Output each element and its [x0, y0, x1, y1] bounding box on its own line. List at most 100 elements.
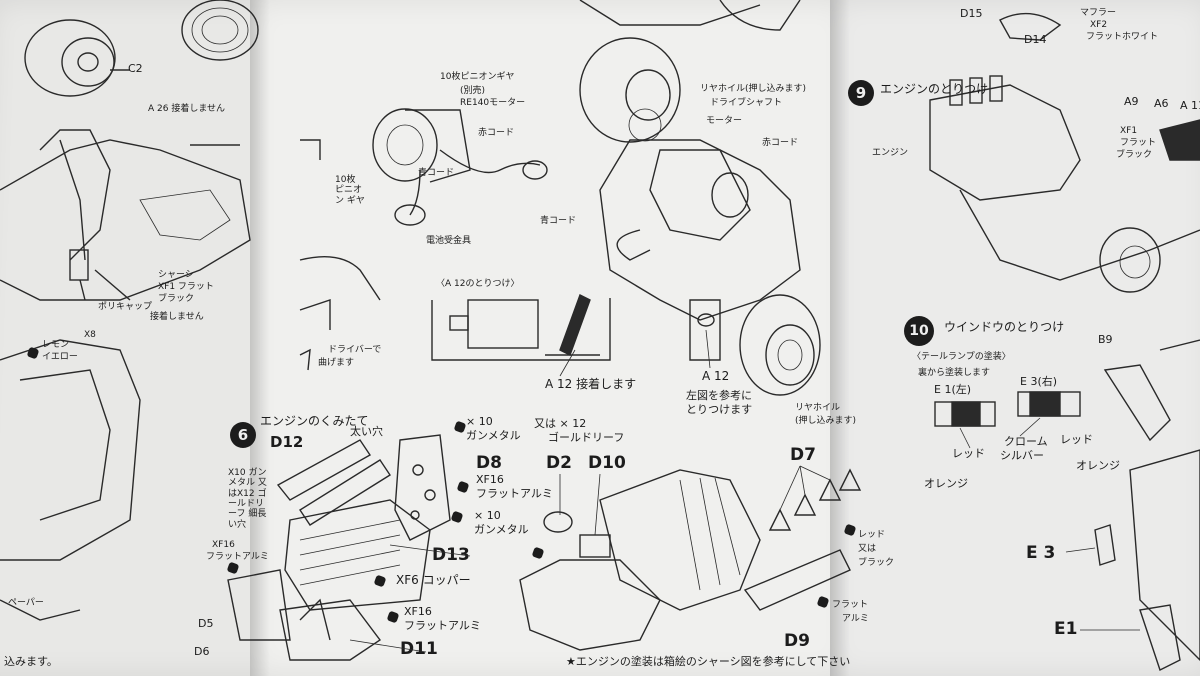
label-a11: A 11	[1180, 99, 1200, 112]
label-driver-2: 曲げます	[318, 358, 355, 368]
label-paper: ペーパー	[8, 598, 44, 608]
label-d12: D12	[270, 433, 304, 451]
footnote: ★エンジンの塗装は箱絵のシャーシ図を参考にして下さい	[566, 655, 851, 668]
label-or-x12: 又は × 12	[534, 417, 587, 430]
step-10-title: ウインドウのとりつけ	[944, 320, 1065, 334]
step-10-sub: 〈テールランプの塗装〉	[912, 352, 1011, 362]
left-chassis-drawing	[0, 129, 251, 621]
label-black-r: ブラック	[1116, 150, 1153, 160]
a12-box-drawing	[431, 294, 611, 361]
label-blue-cord-2: 青コード	[540, 216, 577, 226]
label-e3-part: E 3	[1026, 543, 1056, 563]
label-flat: フラット	[832, 600, 869, 610]
label-gold-leaf: ゴールドリーフ	[548, 431, 625, 444]
label-a12-glue: A 12 接着します	[545, 377, 637, 391]
label-red-cord-2: 赤コード	[762, 138, 799, 148]
label-a12-ref-1: 左図を参考に	[686, 389, 752, 402]
label-engine: エンジン	[872, 148, 909, 158]
label-a12: A 12	[702, 369, 730, 383]
label-x10-b: × 10	[474, 509, 501, 522]
label-chassis: シャーシ	[158, 270, 194, 280]
label-a6: A6	[1154, 97, 1169, 110]
label-red-b: レッド	[1060, 433, 1093, 446]
label-flat-alu-a: フラットアルミ	[476, 487, 553, 500]
label-d10: D10	[588, 453, 626, 473]
label-d7: D7	[790, 445, 816, 465]
label-d13: D13	[432, 545, 470, 565]
label-left-notes: X10 ガンメタル 又はX12 ゴールドリーフ 細長い穴	[228, 468, 267, 530]
step-6-badge: 6	[230, 422, 256, 448]
label-rear-wheel-2: (押し込みます)	[795, 416, 857, 426]
label-xf1: XF1	[1120, 126, 1138, 136]
label-e1: E 1(左)	[934, 383, 972, 396]
label-a26: A 26 接着しません	[148, 104, 226, 114]
label-d5: D5	[198, 617, 214, 630]
step-6-title: エンジンのくみたて	[260, 414, 369, 428]
label-chrome: クローム	[1004, 435, 1048, 448]
motor-drawing	[299, 108, 548, 371]
left-wheel-drawing	[24, 0, 259, 97]
label-futoi-ana: 太い穴	[350, 425, 383, 438]
label-or: 又は	[858, 544, 877, 554]
right-window-drawing	[934, 339, 1200, 671]
label-orange-a: オレンジ	[924, 477, 968, 490]
gutter-left	[250, 0, 270, 676]
label-xf16-c: XF16	[212, 540, 235, 550]
label-no-glue: 接着しません	[150, 312, 204, 322]
label-red: レッド	[858, 530, 886, 540]
label-xf6: XF6 コッパー	[396, 573, 471, 587]
label-b9: B9	[1098, 333, 1113, 346]
label-rear-wheel-1: リヤホイル	[795, 403, 841, 413]
label-a9: A9	[1124, 95, 1139, 108]
label-pinion-small: 10枚 ピニオン ギヤ	[335, 175, 365, 206]
engine-parts-drawing	[227, 434, 862, 661]
right-engine-drawing	[929, 12, 1200, 293]
label-silver: シルバー	[1000, 449, 1044, 462]
right-page	[830, 0, 1200, 676]
label-c2: C2	[128, 62, 143, 75]
label-motor-name: (別売)	[460, 86, 486, 96]
label-flat-alu-c: フラットアルミ	[206, 552, 269, 562]
label-x8: X8	[84, 330, 96, 340]
label-d2: D2	[546, 453, 572, 473]
label-xf1-flat: XF1 フラット	[158, 282, 214, 292]
label-d6: D6	[194, 645, 210, 658]
label-polycap: ポリキャップ	[98, 302, 153, 312]
label-d9: D9	[784, 631, 810, 651]
label-a12-ref-2: とりつけます	[686, 403, 753, 416]
label-flat-white: フラットホワイト	[1086, 32, 1159, 42]
label-gunmetal-b: ガンメタル	[474, 523, 529, 536]
label-x10-top: × 10	[466, 415, 493, 428]
step-9-badge: 9	[848, 80, 874, 106]
label-d11: D11	[400, 639, 438, 659]
label-komimasu: 込みます。	[4, 655, 58, 668]
label-d14: D14	[1024, 33, 1047, 46]
label-orange-b: オレンジ	[1076, 459, 1120, 472]
label-xf16-b: XF16	[404, 605, 432, 618]
label-black: ブラック	[858, 558, 895, 568]
label-blue-cord: 青コード	[418, 168, 455, 178]
label-alu: アルミ	[842, 614, 869, 624]
label-muffler: マフラー	[1080, 8, 1117, 18]
label-battery: 電池受金具	[426, 236, 472, 246]
label-red-a: レッド	[952, 447, 985, 460]
label-red-cord: 赤コード	[478, 128, 515, 138]
label-motor: モーター	[706, 116, 743, 126]
label-motor-model: RE140モーター	[460, 98, 526, 108]
label-e1-part: E1	[1054, 619, 1078, 639]
label-d8: D8	[476, 453, 502, 473]
step-10-note: 裏から塗装します	[918, 368, 991, 378]
label-pinion: 10枚ピニオンギヤ	[440, 72, 515, 82]
label-xf2: XF2	[1090, 20, 1108, 30]
label-flat-alu-b: フラットアルミ	[404, 619, 481, 632]
step-9-title: エンジンのとりつけ	[880, 82, 989, 96]
label-d15: D15	[960, 7, 983, 20]
label-rear-wheel-top: リヤホイル(押し込みます)	[700, 84, 807, 94]
step-10-badge: 10	[904, 316, 934, 346]
label-xf16-a: XF16	[476, 473, 504, 486]
gutter-right	[830, 0, 850, 676]
label-black: ブラック	[158, 294, 195, 304]
